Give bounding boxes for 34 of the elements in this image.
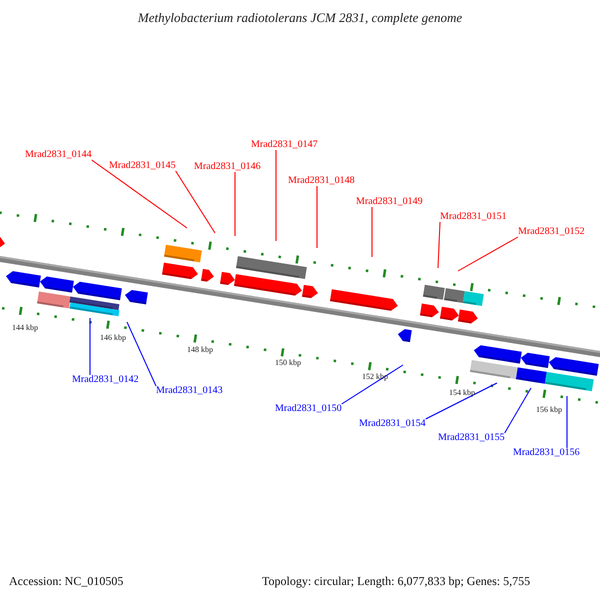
gene-label: Mrad2831_0152 (518, 227, 585, 237)
genome-summary-text: Topology: circular; Length: 6,077,833 bp; Genes: 5,755 (262, 575, 530, 587)
gene-label: Mrad2831_0155 (438, 433, 505, 443)
gene-label: Mrad2831_0148 (288, 176, 355, 186)
leader-line (341, 364, 404, 404)
leader-line (566, 396, 568, 448)
gene-label: Mrad2831_0154 (359, 419, 426, 429)
accession-text: Accession: NC_010505 (9, 575, 124, 587)
leader-line (425, 382, 498, 420)
scale-label: 146 kbp (100, 334, 126, 342)
gene-label: Mrad2831_0151 (440, 212, 507, 222)
gene-label: Mrad2831_0142 (72, 375, 139, 385)
gene-label: Mrad2831_0149 (356, 197, 423, 207)
leader-line (438, 222, 440, 268)
scale-label: 154 kbp (449, 389, 475, 397)
title: Methylobacterium radiotolerans JCM 2831, complete genome (136, 11, 464, 24)
leader-line (234, 172, 236, 236)
leader-line (458, 236, 518, 272)
leader-line (175, 170, 216, 234)
scale-label: 156 kbp (536, 406, 562, 414)
gene-label: Mrad2831_0146 (194, 162, 261, 172)
leader-line (91, 160, 188, 228)
scale-label: 150 kbp (275, 359, 301, 367)
gene-label: Mrad2831_0145 (109, 161, 176, 171)
leader-line (504, 388, 532, 434)
gene-label: Mrad2831_0147 (251, 140, 318, 150)
gene-label: Mrad2831_0144 (25, 150, 92, 160)
gene-label: Mrad2831_0156 (513, 448, 580, 458)
scale-label: 144 kbp (12, 324, 38, 332)
leader-line (316, 186, 318, 248)
scale-label: 148 kbp (187, 346, 213, 354)
gene-label: Mrad2831_0150 (275, 404, 342, 414)
leader-line (126, 322, 156, 386)
gene-label: Mrad2831_0143 (156, 386, 223, 396)
